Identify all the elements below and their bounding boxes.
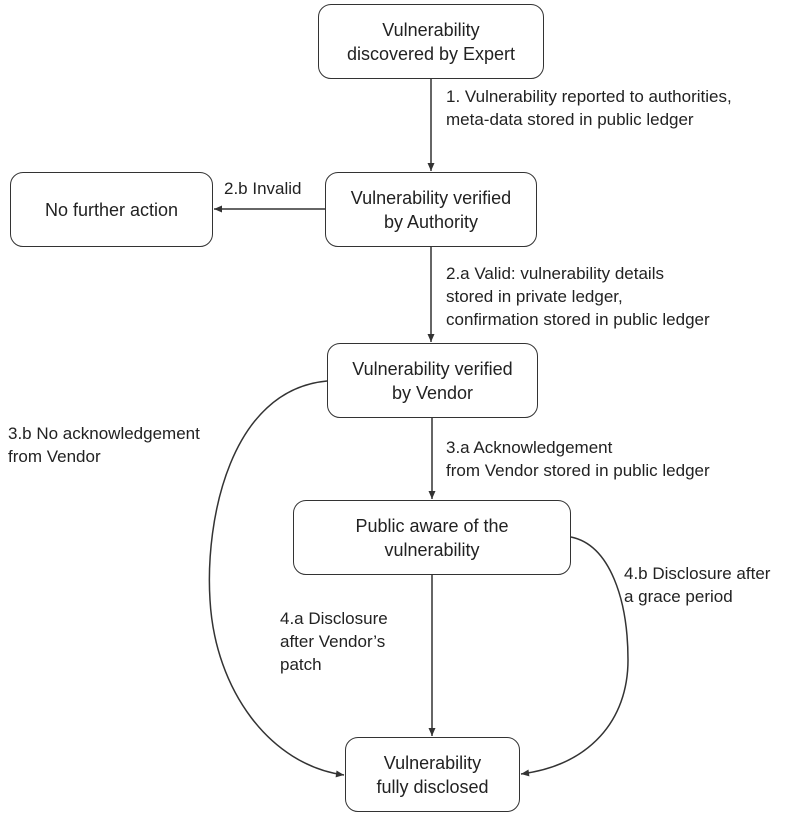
edge-public-to-disclosed-grace bbox=[520, 536, 629, 777]
edge-label-4a-after-patch: 4.a Disclosure after Vendor’s patch bbox=[280, 609, 388, 674]
edge-vendor-to-disclosed bbox=[208, 380, 345, 778]
node-discovered-by-expert: Vulnerability discovered by Expert bbox=[318, 4, 544, 79]
edge-label-3b-no-acknowledgement: 3.b No acknowledgement from Vendor bbox=[8, 424, 200, 466]
node-public-aware: Public aware of the vulnerability bbox=[293, 500, 571, 575]
edge-label-1-reported: 1. Vulnerability reported to authorities… bbox=[446, 87, 732, 129]
node-verified-by-vendor: Vulnerability verified by Vendor bbox=[327, 343, 538, 418]
edge-label-3a-acknowledgement: 3.a Acknowledgement from Vendor stored i… bbox=[446, 438, 710, 480]
node-verified-by-authority: Vulnerability verified by Authority bbox=[325, 172, 537, 247]
node-fully-disclosed: Vulnerability fully disclosed bbox=[345, 737, 520, 812]
edge-label-2b-invalid: 2.b Invalid bbox=[224, 179, 302, 198]
edge-label-2a-valid: 2.a Valid: vulnerability details stored … bbox=[446, 264, 710, 329]
edge-label-4b-grace-period: 4.b Disclosure after a grace period bbox=[624, 564, 771, 606]
node-no-further-action: No further action bbox=[10, 172, 213, 247]
